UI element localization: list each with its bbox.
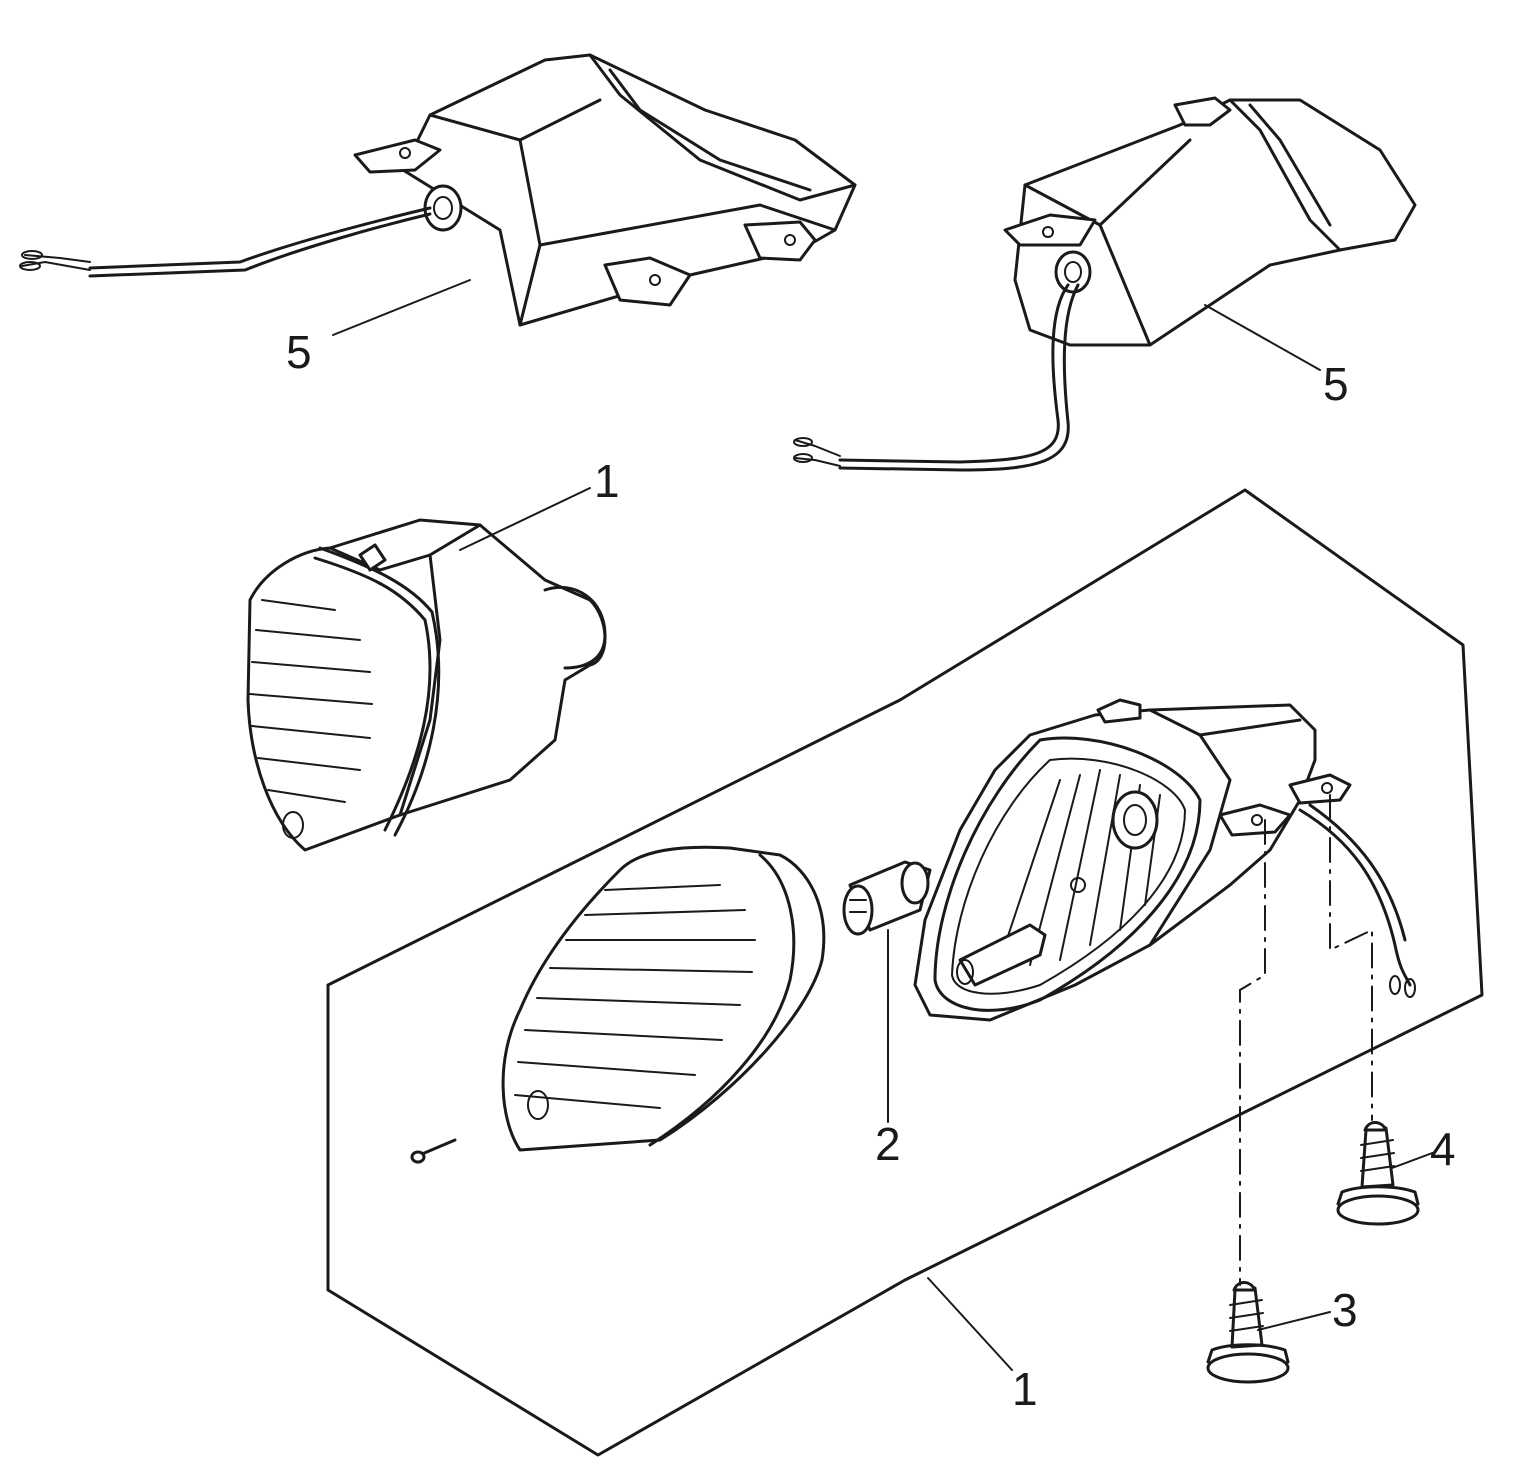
callout-3: 3 bbox=[1332, 1284, 1358, 1336]
callout-5-left: 5 bbox=[286, 326, 312, 378]
guide-line-screw-3 bbox=[1239, 819, 1266, 1286]
callout-4: 4 bbox=[1430, 1123, 1456, 1175]
leader-1-top bbox=[459, 487, 591, 551]
lens-screw bbox=[410, 1138, 457, 1164]
turn-signal-assembled bbox=[246, 518, 607, 852]
screw-4 bbox=[1336, 1121, 1420, 1226]
screw-3 bbox=[1206, 1281, 1290, 1384]
callout-1-top: 1 bbox=[594, 455, 620, 507]
relay-unit-right bbox=[793, 96, 1417, 472]
lens bbox=[501, 845, 826, 1152]
leader-5-right bbox=[1204, 304, 1321, 371]
callout-1-bottom: 1 bbox=[1012, 1363, 1038, 1415]
bulb bbox=[842, 860, 932, 936]
guide-line-screw-4 bbox=[1329, 794, 1373, 1121]
kit-group-outline bbox=[326, 488, 1484, 1457]
housing bbox=[913, 698, 1416, 1022]
callout-5-right: 5 bbox=[1323, 358, 1349, 410]
leader-3 bbox=[1257, 1311, 1331, 1331]
leader-1-bottom bbox=[927, 1277, 1013, 1371]
callout-2: 2 bbox=[875, 1118, 901, 1170]
relay-unit-left bbox=[19, 53, 857, 327]
leader-4 bbox=[1391, 1151, 1436, 1169]
leader-5-left bbox=[332, 279, 471, 336]
